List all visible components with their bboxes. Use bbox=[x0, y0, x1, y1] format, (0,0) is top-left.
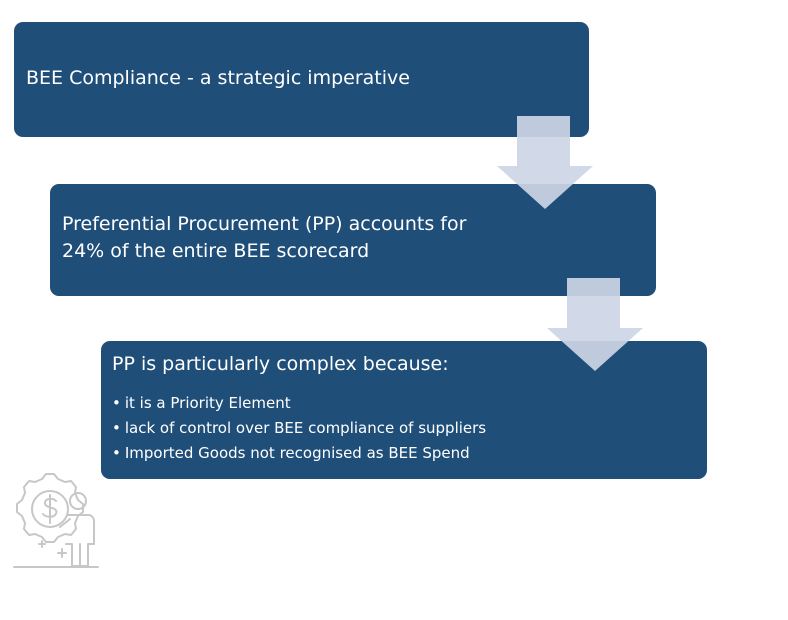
step-1-text: BEE Compliance - a strategic imperative bbox=[26, 67, 410, 89]
down-arrow-1 bbox=[497, 116, 593, 209]
person-gear-icon bbox=[12, 471, 102, 571]
step-2-line-1: Preferential Procurement (PP) accounts f… bbox=[62, 213, 467, 235]
bullet-item-1: it is a Priority Element bbox=[112, 391, 486, 416]
bullet-item-2: lack of control over BEE compliance of s… bbox=[112, 416, 486, 441]
step-box-2: Preferential Procurement (PP) accounts f… bbox=[50, 184, 656, 296]
step-box-3: PP is particularly complex because: it i… bbox=[101, 341, 707, 479]
step-3-title: PP is particularly complex because: bbox=[112, 353, 449, 375]
step-3-bullet-list: it is a Priority Element lack of control… bbox=[112, 391, 486, 466]
bullet-item-3: Imported Goods not recognised as BEE Spe… bbox=[112, 441, 486, 466]
step-2-text: Preferential Procurement (PP) accounts f… bbox=[62, 211, 466, 265]
step-box-1: BEE Compliance - a strategic imperative bbox=[14, 22, 589, 137]
step-2-line-2: 24% of the entire BEE scorecard bbox=[62, 240, 370, 262]
down-arrow-2 bbox=[547, 278, 643, 371]
